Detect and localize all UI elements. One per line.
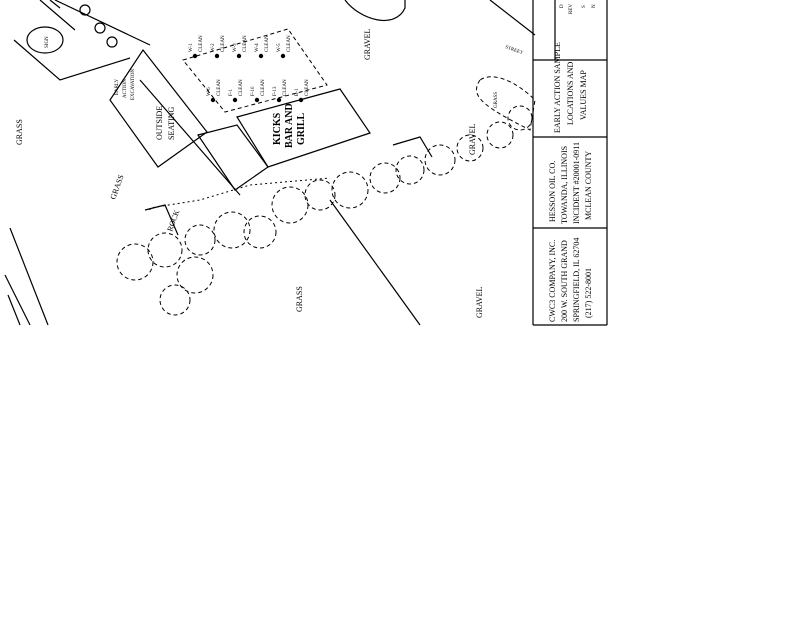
site-line-1: HESSON OIL CO. — [548, 161, 557, 222]
kicks-label-1: KICKS — [272, 112, 283, 145]
sample-id: W-2 — [211, 43, 216, 52]
sample-point: W-5 CLEAN — [277, 35, 292, 59]
sample-marker — [236, 53, 242, 59]
sample-marker — [258, 53, 264, 59]
grass-label-bottom: GRASS — [295, 286, 304, 312]
outside-seating-label-1: OUTSIDE — [155, 106, 164, 140]
excavation-label-1: EARLY — [115, 78, 120, 95]
tree-line — [116, 105, 533, 316]
kicks-building — [236, 88, 371, 168]
tank-circles — [79, 4, 118, 48]
sample-point: F-10 CLEAN — [251, 79, 266, 103]
sample-id: W-3 — [233, 43, 238, 52]
kicks-label-3: GRILL — [296, 112, 307, 145]
partial-text-4: N — [592, 4, 597, 8]
sample-result: CLEAN — [217, 79, 222, 96]
sample-result: CLEAN — [265, 35, 270, 52]
sample-marker — [254, 97, 260, 103]
sample-point: W-6 CLEAN — [207, 79, 222, 103]
map-title-line-1: EARLY ACTION SAMPLE — [553, 42, 562, 133]
sample-id: W-6 — [207, 87, 212, 96]
company-line-2: 200 W. SOUTH GRAND — [560, 240, 569, 322]
site-line-2: TOWANDA, ILLINOIS — [560, 146, 569, 224]
sample-result: CLEAN — [283, 79, 288, 96]
sample-id: B-1 — [295, 88, 300, 96]
partial-text-2: REV — [569, 4, 574, 14]
sample-result: CLEAN — [261, 79, 266, 96]
outside-seating-label-2: SEATING — [167, 106, 176, 140]
sample-marker — [298, 97, 304, 103]
sample-point: B-1 CLEAN — [295, 79, 310, 103]
site-line-4: MCLEAN COUNTY — [584, 151, 593, 220]
map-title-line-3: VALUES MAP — [579, 70, 588, 120]
partial-text-3: S — [582, 5, 587, 8]
excavation-area — [182, 28, 328, 113]
sample-point: W-4 CLEAN — [255, 35, 270, 59]
excavation-label-2: ACTION — [123, 79, 128, 98]
sample-result: CLEAN — [239, 79, 244, 96]
sample-id: F-1 — [229, 89, 234, 96]
sample-result: CLEAN — [305, 79, 310, 96]
excavation-label-3: EXCAVATION — [131, 69, 136, 100]
sample-id: W-1 — [189, 43, 194, 52]
grass-label-oval: GRASS — [494, 92, 499, 108]
street-label: STREET — [504, 45, 523, 56]
sample-marker — [192, 53, 198, 59]
sample-id: W-4 — [255, 43, 260, 52]
title-block: CWC3 COMPANY, INC. 200 W. SOUTH GRAND SP… — [532, 0, 608, 326]
map-title-line-2: LOCATIONS AND — [566, 61, 575, 125]
site-boundaries — [4, 0, 536, 326]
partial-text-1: D — [560, 4, 565, 8]
sign-oval — [26, 26, 64, 54]
outside-seating-area — [109, 48, 208, 168]
sample-id: W-5 — [277, 43, 282, 52]
sample-result: CLEAN — [199, 35, 204, 52]
sample-point: W-1 CLEAN — [189, 35, 204, 59]
gravel-label-mid: GRAVEL — [468, 123, 477, 155]
grass-oval — [476, 76, 536, 131]
sample-marker — [214, 53, 220, 59]
sample-marker — [232, 97, 238, 103]
sample-marker — [280, 53, 286, 59]
sample-point: F-13 CLEAN — [273, 79, 288, 103]
site-line-3: INCIDENT #20001-0911 — [572, 142, 581, 224]
company-line-4: (217) 522-8001 — [584, 268, 593, 318]
sample-marker — [210, 97, 216, 103]
sample-id: F-13 — [273, 86, 278, 96]
company-line-3: SPRINGFIELD, IL 62704 — [572, 238, 581, 322]
sample-point: F-1 CLEAN — [229, 79, 244, 103]
grass-label-left: GRASS — [15, 119, 24, 145]
sample-point: W-2 CLEAN — [211, 35, 226, 59]
sample-id: F-10 — [251, 86, 256, 96]
gravel-label-bottom: GRAVEL — [475, 286, 484, 318]
company-line-1: CWC3 COMPANY, INC. — [548, 240, 557, 322]
sign-label: SIGN — [45, 36, 50, 48]
sample-point: W-3 CLEAN — [233, 35, 248, 59]
kicks-label-2: BAR AND — [284, 103, 295, 148]
grass-label-mid: GRASS — [108, 173, 125, 200]
sample-marker — [276, 97, 282, 103]
sample-result: CLEAN — [287, 35, 292, 52]
sample-result: CLEAN — [221, 35, 226, 52]
sample-result: CLEAN — [243, 35, 248, 52]
gravel-label-top: GRAVEL — [363, 28, 372, 60]
building-annex — [197, 124, 269, 191]
